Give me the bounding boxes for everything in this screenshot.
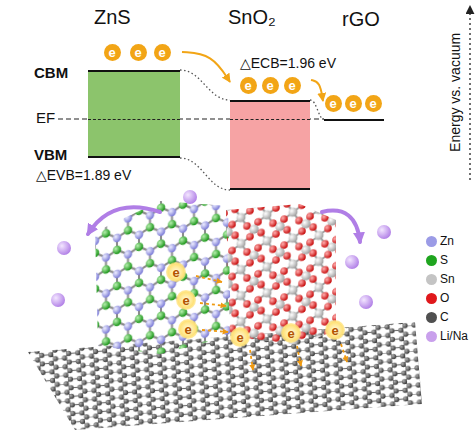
ion-spheres (51, 190, 391, 309)
ion-arrow (322, 211, 360, 242)
band-box: SnO₂eee (230, 76, 310, 190)
fermi-level-line (88, 119, 180, 120)
ion-sphere (51, 293, 65, 307)
electron: e (325, 95, 342, 112)
band-offset-label: △ECB=1.96 eV (240, 55, 336, 72)
electron: e (365, 95, 382, 112)
band-offset-label: △EVB=1.89 eV (36, 167, 131, 184)
electron: e (178, 319, 198, 339)
ion-sphere (359, 295, 373, 309)
electron-flow-arrow (202, 330, 228, 332)
level-alignment-line (310, 100, 324, 119)
zns-lattice (95, 201, 231, 354)
band-edge-label: CBM (34, 64, 68, 82)
electron-transfer-arrow (182, 52, 230, 82)
legend-swatch (426, 274, 437, 285)
electron: e (262, 77, 279, 94)
electron-flow-arrow (341, 344, 347, 362)
material-label: ZnS (94, 6, 131, 29)
band-edge-label: VBM (34, 146, 67, 164)
band-fill (230, 100, 310, 190)
ion-arrow (88, 207, 160, 234)
electron-flow-arrow (250, 350, 253, 370)
electron: e (104, 44, 121, 61)
electron: e (154, 44, 171, 61)
band-alignment-lines (58, 6, 470, 190)
legend-swatch (426, 236, 437, 247)
electron: e (230, 327, 250, 347)
electron: e (166, 262, 186, 282)
fermi-level-line (230, 119, 310, 120)
material-label: rGO (342, 8, 380, 31)
energy-axis (469, 6, 470, 180)
electron: e (240, 77, 257, 94)
legend-label: Li/Na (440, 329, 468, 343)
sno2-lattice (226, 204, 336, 345)
legend-label: Sn (440, 272, 455, 286)
electron: e (325, 320, 345, 340)
ion-sphere (345, 255, 359, 269)
band-fill (88, 70, 180, 158)
electron: e (284, 77, 301, 94)
electron: e (176, 290, 196, 310)
electron: e (281, 323, 301, 343)
legend-swatch (426, 331, 437, 342)
ion-sphere (57, 241, 71, 255)
material-label: SnO₂ (228, 6, 276, 29)
energy-level-line (324, 119, 384, 121)
legend-label: Zn (440, 234, 454, 248)
cbm-alignment-line (180, 70, 230, 100)
legend-swatch (426, 312, 437, 323)
fermi-level-label: EF (36, 109, 55, 127)
legend-label: S (440, 253, 448, 267)
electron: e (130, 44, 147, 61)
legend-label: C (440, 310, 449, 324)
sno2-crystal (226, 204, 336, 345)
legend-swatch (426, 255, 437, 266)
electron: e (345, 95, 362, 112)
axis-label: Energy vs. vacuum (447, 32, 464, 151)
electron-flow-arrow (297, 346, 301, 366)
electron-flow-arrow (196, 276, 222, 282)
ion-sphere (377, 225, 391, 239)
zns-crystal (95, 201, 231, 354)
band-box: ZnSeee (88, 42, 180, 158)
legend-label: O (440, 291, 449, 305)
vbm-alignment-line (180, 158, 230, 190)
electron-flow-arrows (196, 276, 347, 370)
graphene-sheet (28, 322, 422, 430)
ion-path-arrows (88, 207, 360, 242)
fermi-level-line (58, 118, 324, 119)
ion-sphere (183, 190, 197, 204)
graphene-lattice (28, 322, 422, 430)
energy-level: rGOeee (324, 95, 384, 122)
legend-swatch (426, 293, 437, 304)
electron-flow-arrow (200, 303, 226, 306)
electron-transfer-arrow (311, 80, 323, 101)
